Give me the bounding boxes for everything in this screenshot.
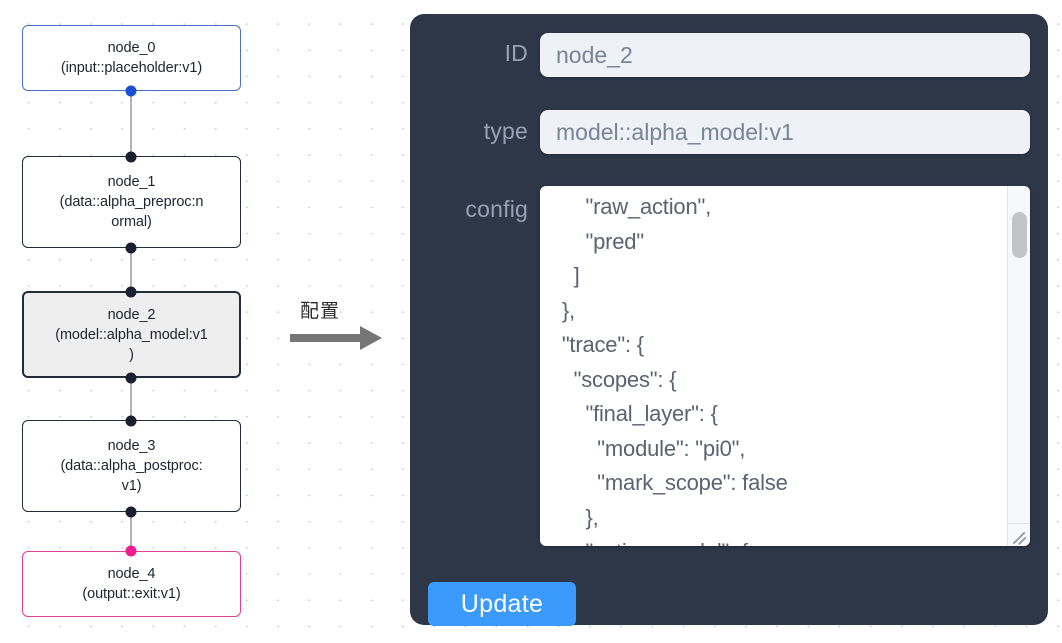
node-title: node_3 bbox=[107, 438, 156, 454]
node-port-output-node_1[interactable] bbox=[125, 242, 137, 254]
node-subtitle: (input::placeholder:v1) bbox=[60, 60, 203, 76]
edge-node0-node1[interactable] bbox=[130, 90, 132, 156]
node-port-input-node_4[interactable] bbox=[125, 545, 137, 557]
edge-node2-node3[interactable] bbox=[130, 377, 132, 419]
node-subtitle: (model::alpha_model:v1 ) bbox=[55, 326, 208, 363]
edge-node1-node2[interactable] bbox=[130, 248, 132, 292]
graph-node-node_3[interactable]: node_3 (data::alpha_postproc: v1) bbox=[22, 420, 241, 512]
type-field-label: type bbox=[483, 118, 528, 144]
node-port-output-node_0[interactable] bbox=[125, 85, 137, 97]
config-textarea-wrapper[interactable]: "raw_action", "pred" ] }, "trace": { "sc… bbox=[540, 186, 1030, 546]
node-port-output-node_3[interactable] bbox=[125, 506, 137, 518]
edge-node3-node4[interactable] bbox=[130, 513, 132, 550]
scrollbar-divider bbox=[1008, 523, 1030, 524]
graph-node-node_1[interactable]: node_1 (data::alpha_preproc:n ormal) bbox=[22, 156, 241, 248]
graph-node-node_2[interactable]: node_2 (model::alpha_model:v1 ) bbox=[22, 291, 241, 378]
config-scrollbar-thumb[interactable] bbox=[1012, 212, 1027, 258]
node-port-input-node_3[interactable] bbox=[125, 415, 137, 427]
id-input[interactable] bbox=[540, 33, 1030, 77]
node-subtitle: (output::exit:v1) bbox=[82, 586, 181, 602]
graph-node-node_0[interactable]: node_0 (input::placeholder:v1) bbox=[22, 25, 241, 91]
node-port-output-node_2[interactable] bbox=[125, 372, 137, 384]
update-button[interactable]: Update bbox=[428, 582, 576, 626]
id-field-label: ID bbox=[504, 40, 528, 66]
node-title: node_2 bbox=[107, 306, 156, 323]
transition-arrow-group: 配置 bbox=[290, 296, 400, 362]
graph-node-node_4[interactable]: node_4 (output::exit:v1) bbox=[22, 551, 241, 617]
transition-label: 配置 bbox=[300, 300, 341, 322]
config-field-label: config bbox=[465, 196, 528, 222]
node-title: node_1 bbox=[107, 174, 156, 190]
arrow-right-icon-head bbox=[360, 326, 382, 350]
arrow-right-icon-shaft bbox=[290, 334, 362, 342]
config-scrollbar[interactable] bbox=[1007, 186, 1030, 546]
resize-grip-icon[interactable] bbox=[1010, 526, 1028, 546]
node-port-input-node_1[interactable] bbox=[125, 151, 137, 163]
node-title: node_4 bbox=[107, 566, 156, 582]
config-textarea[interactable]: "raw_action", "pred" ] }, "trace": { "sc… bbox=[561, 194, 788, 546]
type-input[interactable] bbox=[540, 110, 1030, 154]
node-port-input-node_2[interactable] bbox=[125, 286, 137, 298]
node-title: node_0 bbox=[107, 40, 156, 56]
node-subtitle: (data::alpha_preproc:n ormal) bbox=[59, 194, 204, 230]
node-subtitle: (data::alpha_postproc: v1) bbox=[60, 458, 203, 494]
